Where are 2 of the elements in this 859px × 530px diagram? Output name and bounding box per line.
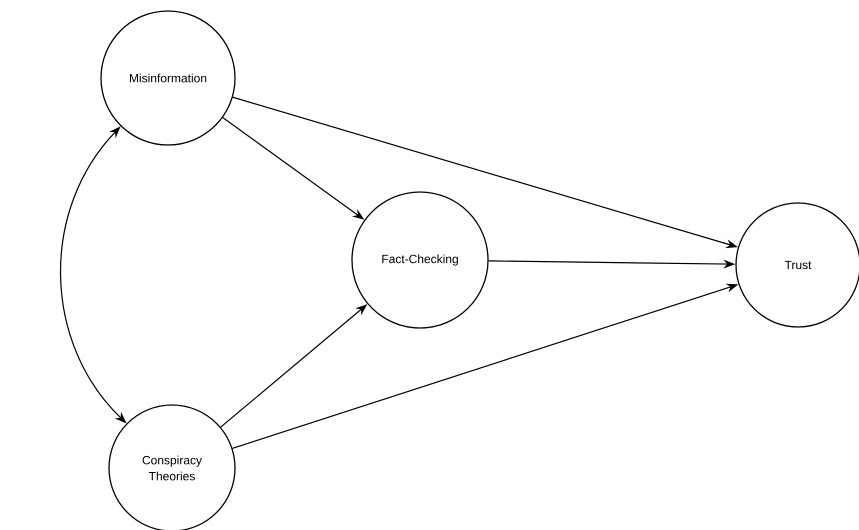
circle-node: Fact-Checking — [351, 191, 489, 329]
circle-node: Misinformation — [100, 10, 236, 146]
